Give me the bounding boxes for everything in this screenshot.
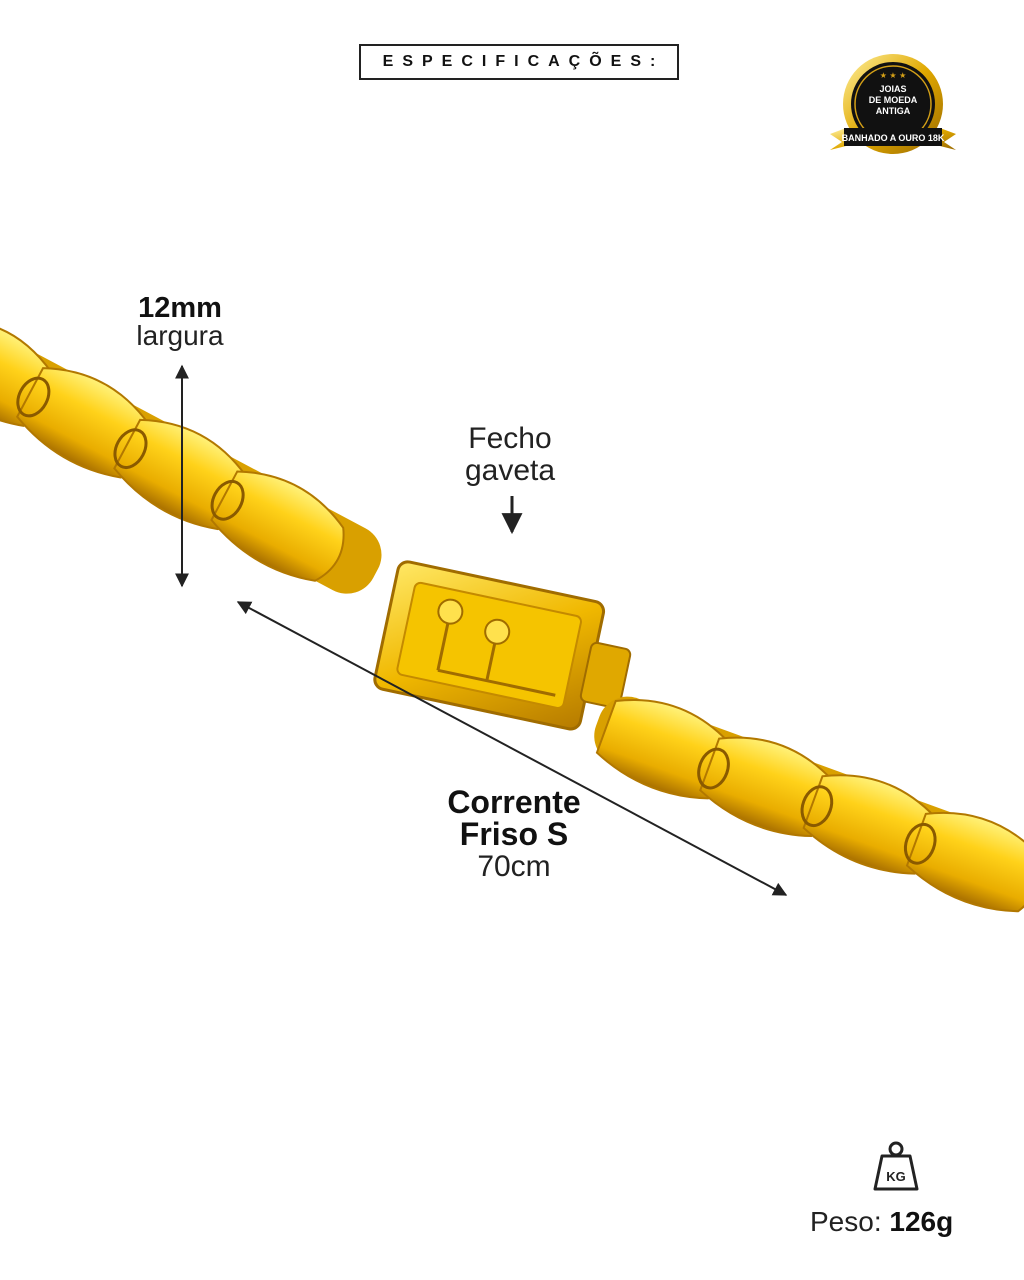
svg-text:★ ★ ★: ★ ★ ★ (880, 71, 907, 80)
badge-line2: DE MOEDA (869, 95, 918, 105)
product-name-line2: Friso S (459, 816, 569, 852)
clasp-label-line1: Fecho (468, 422, 552, 455)
product-name-line1: Corrente (447, 784, 581, 820)
badge-line3: ANTIGA (876, 106, 911, 116)
badge-line1: JOIAS (879, 84, 906, 94)
width-value: 12mm (138, 292, 222, 324)
weight-label: Peso: (810, 1206, 882, 1237)
medal-badge-icon: ★ ★ ★ JOIAS DE MOEDA ANTIGA BANHADO A OU… (830, 54, 956, 154)
clasp-label-line2: gaveta (464, 454, 556, 487)
length-arrow-icon (236, 601, 788, 896)
length-value: 70cm (477, 850, 551, 883)
weight-readout: Peso: 126g (810, 1206, 1000, 1238)
badge-ribbon: BANHADO A OURO 18K (842, 133, 945, 143)
width-label: largura (136, 320, 224, 351)
specifications-title: ESPECIFICAÇÕES: (359, 44, 679, 80)
weight-value: 126g (889, 1206, 954, 1237)
weight-icon-text: KG (886, 1169, 906, 1184)
weight-kg-icon: KG (873, 1141, 919, 1191)
